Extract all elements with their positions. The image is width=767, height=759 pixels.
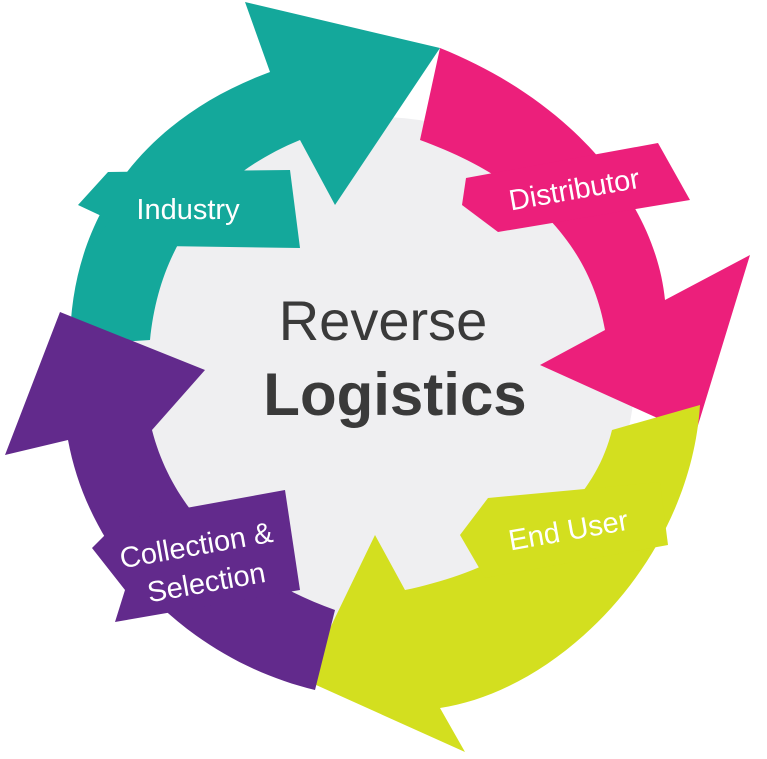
collection-label-tab — [92, 490, 300, 622]
end-user-label-tab — [460, 482, 668, 578]
distributor-label-tab — [462, 143, 690, 232]
center-title-line1: Reverse — [279, 289, 488, 352]
industry-label: Industry — [136, 194, 240, 226]
distributor-arrow — [420, 48, 750, 435]
industry-label-tab — [78, 170, 300, 248]
industry-arrow — [70, 2, 440, 345]
center-title-line2: Logistics — [263, 361, 526, 428]
